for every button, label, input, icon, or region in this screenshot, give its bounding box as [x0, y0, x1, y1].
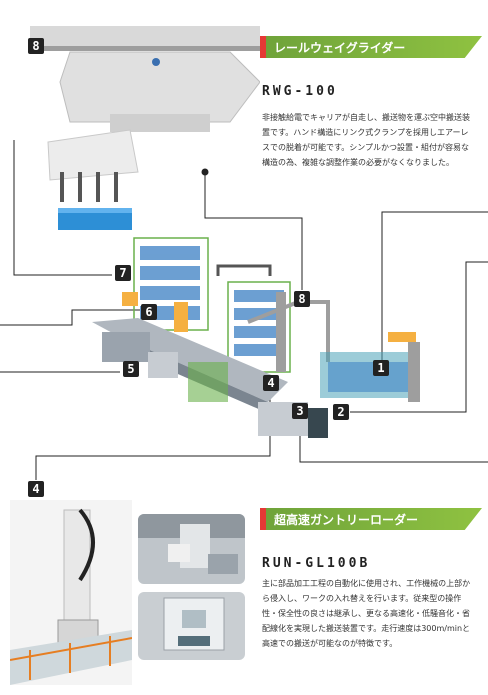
- badge-3: 3: [292, 403, 308, 419]
- badge-5: 5: [123, 361, 139, 377]
- section2-description: 主に部品加工工程の自動化に使用され、工作機械の上部から侵入し、ワークの入れ替えを…: [262, 579, 471, 648]
- badge-4-bottom: 4: [28, 481, 44, 497]
- section2-model: RUN-GL100B: [262, 556, 371, 571]
- rail-glider-photo: [30, 22, 261, 237]
- factory-line-illustration-icon: [92, 237, 420, 438]
- heading-green-band: [266, 508, 482, 530]
- heading-red-mark: [260, 36, 266, 58]
- heading-green-band: [266, 36, 482, 58]
- factory-line-illustration: [88, 232, 440, 472]
- section1-heading: レールウェイグライダー: [260, 36, 482, 58]
- gantry-loader-detail-photo-bottom: [138, 592, 245, 660]
- section1-heading-text: レールウェイグライダー: [274, 41, 406, 55]
- gantry-loader-main-photo: [9, 500, 133, 685]
- badge-7: 7: [115, 265, 131, 281]
- section2-heading-text: 超高速ガントリーローダー: [274, 513, 419, 527]
- section2-heading: 超高速ガントリーローダー: [260, 508, 482, 530]
- badge-2: 2: [333, 404, 349, 420]
- section1-model: RWG-100: [262, 84, 338, 99]
- badge-1: 1: [373, 360, 389, 376]
- gantry-loader-detail-photo-top: [138, 514, 245, 584]
- badge-8-top: 8: [28, 38, 44, 54]
- badge-4-center: 4: [263, 375, 279, 391]
- rail-glider-photo-icon: [30, 26, 261, 230]
- section1-description: 非接触給電でキャリアが自走し、搬送物を運ぶ空中搬送装置です。ハンド構造にリンク式…: [262, 113, 470, 167]
- badge-6: 6: [141, 304, 157, 320]
- gantry-loader-photo-icon: [9, 500, 133, 685]
- heading-red-mark: [260, 508, 266, 530]
- badge-8-center: 8: [294, 291, 310, 307]
